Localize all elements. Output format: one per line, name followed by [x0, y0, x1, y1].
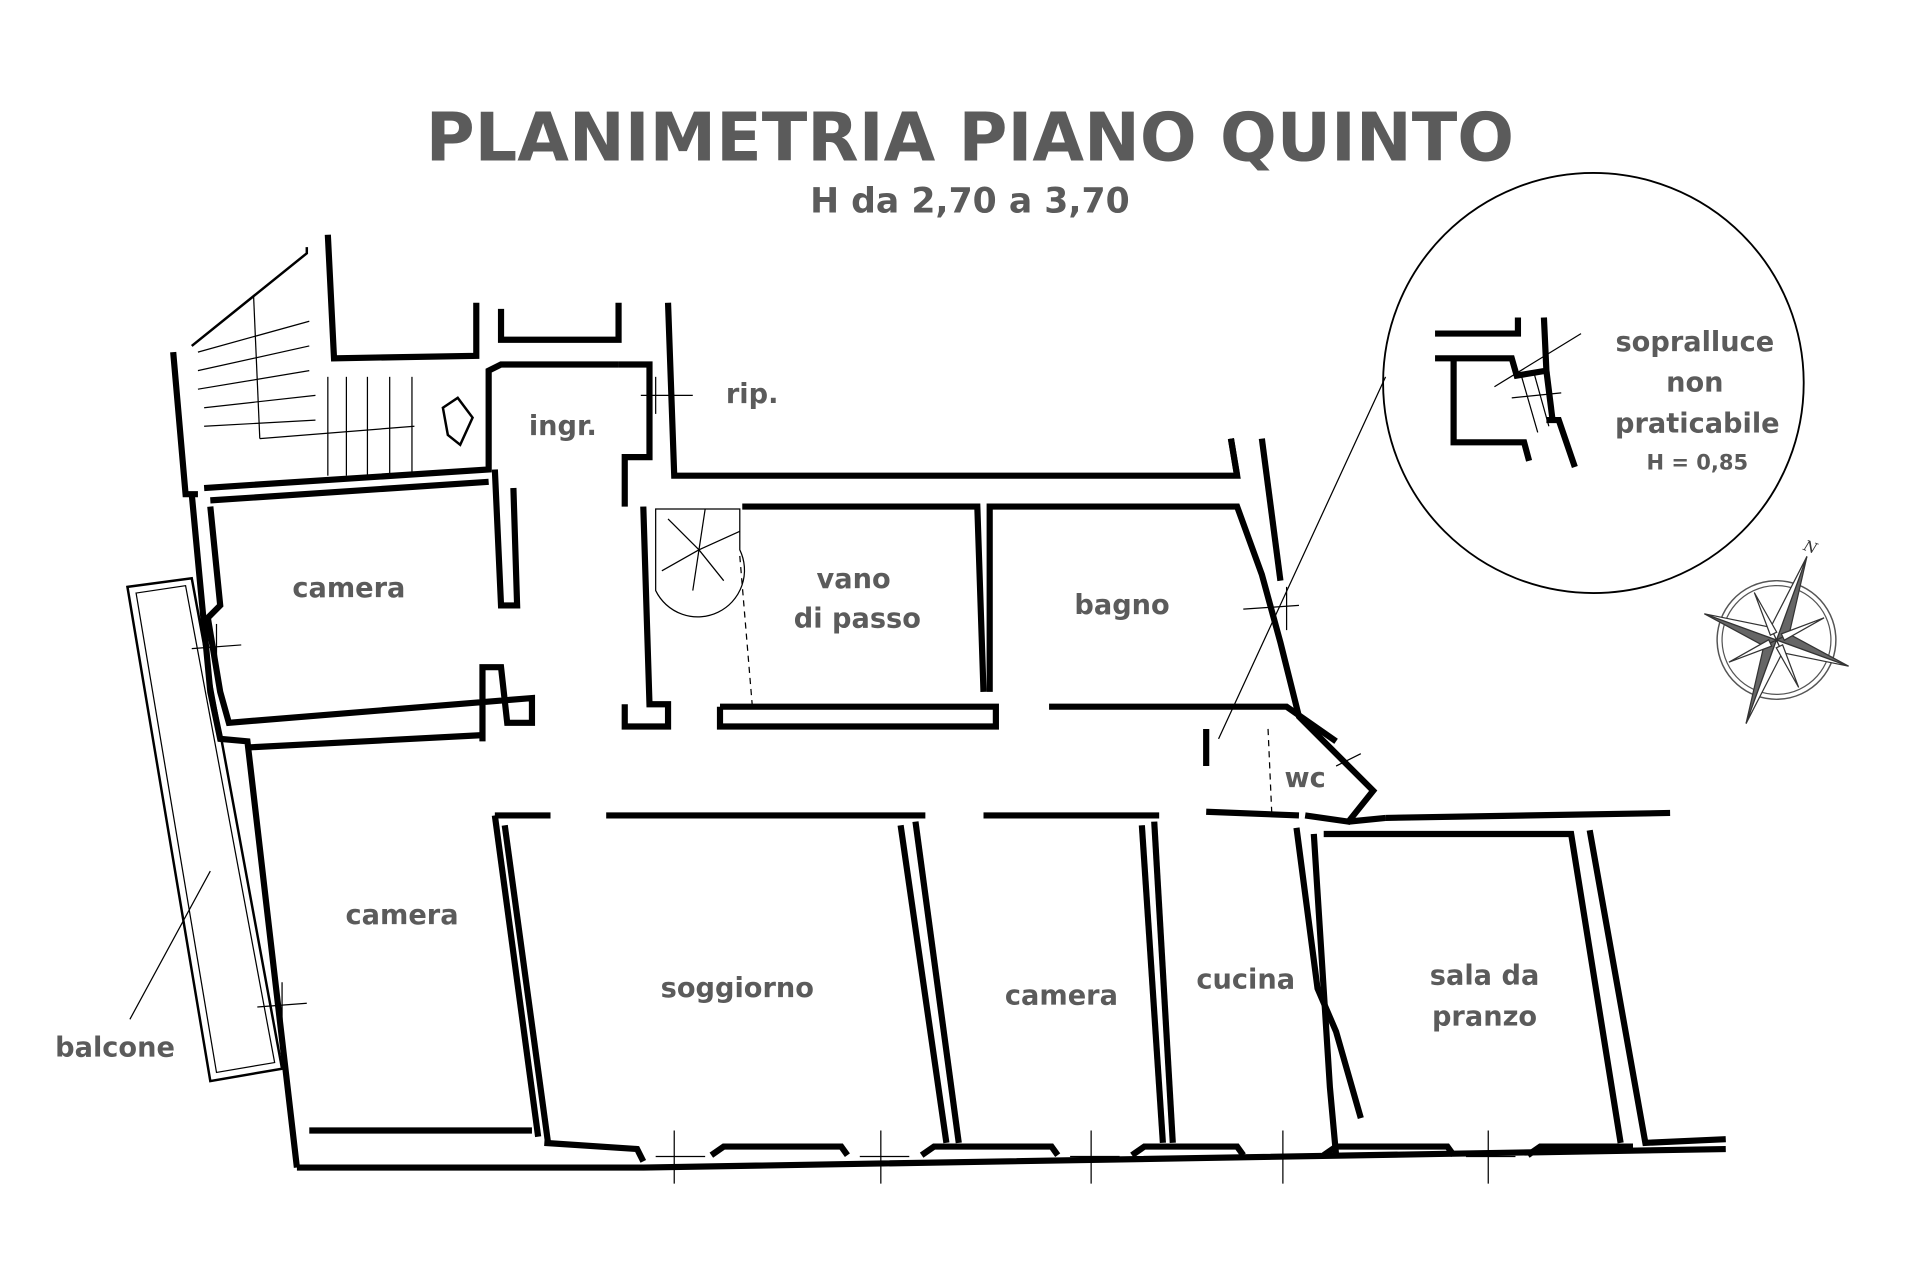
label-cucina: cucina — [1196, 964, 1295, 995]
label-balcone: balcone — [55, 1032, 175, 1063]
label-ripostiglio: rip. — [726, 379, 779, 410]
label-pranzo: pranzo — [1432, 1001, 1537, 1032]
label-wc: wc — [1285, 763, 1326, 794]
walls — [125, 234, 1726, 1184]
detail-line-2: non — [1666, 368, 1723, 399]
detail-inset: sopralluce non praticabile H = 0,85 — [1382, 172, 1805, 594]
label-sala-da: sala da — [1430, 961, 1540, 992]
label-camera-3: camera — [1005, 980, 1118, 1011]
label-camera-1: camera — [292, 573, 405, 604]
plan-subtitle: H da 2,70 a 3,70 — [810, 182, 1130, 222]
label-bagno: bagno — [1074, 590, 1169, 621]
label-di-passo: di passo — [794, 604, 921, 635]
label-vano: vano — [817, 564, 891, 595]
compass-rose-icon: N — [1704, 537, 1849, 724]
room-labels: ingr. rip. camera vano di passo bagno wc… — [55, 379, 1539, 1064]
label-soggiorno: soggiorno — [661, 973, 814, 1004]
label-ingresso: ingr. — [529, 411, 597, 442]
detail-line-3: praticabile — [1615, 408, 1780, 439]
plan-title: PLANIMETRIA PIANO QUINTO — [426, 99, 1514, 177]
compass-north-label: N — [1800, 537, 1820, 558]
detail-height: H = 0,85 — [1646, 450, 1748, 475]
label-camera-2: camera — [346, 900, 459, 931]
detail-line-1: sopralluce — [1615, 327, 1774, 358]
